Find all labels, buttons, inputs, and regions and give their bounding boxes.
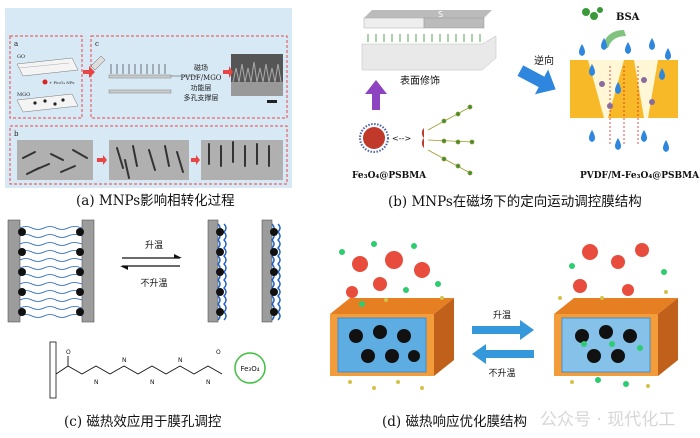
magnetic-nanoparticles-left [18,228,84,316]
svg-text:N: N [178,357,183,364]
right-label: PVDF/M-Fe₃O₄@PSBMA [580,171,700,181]
water-drops [579,38,671,152]
svg-text:N: N [150,379,155,386]
svg-text:S: S [438,10,443,19]
pores [588,60,658,118]
polymer-brushes [367,34,481,42]
magnet-s [423,17,485,29]
left-red-spheres [346,251,430,298]
panel-a: a GO + Fe₃O₄ NPs MGO c 磁场 PVDF/MGO 功能层 多… [5,8,292,188]
field-line1: 磁场 [194,63,208,72]
svg-text:<-->: <--> [392,134,411,143]
fe-dot [42,79,48,85]
left-particles [349,325,420,363]
left-yellow-dots [348,296,444,390]
panel-c-figure: 升温 不升温 N N N N N O O Fe₃O₄ [7,219,281,399]
bsa-molecules [582,7,603,20]
surface-mod-label: 表面修饰 [400,74,440,87]
right-particles [575,325,637,363]
fe-label: + Fe₃O₄ NPs [49,80,74,85]
heat-label: 升温 [145,240,163,251]
label-b: b [14,130,19,138]
nanoparticle-icon [363,127,385,149]
membrane-casting [108,74,172,79]
membrane-block [361,35,497,71]
left-block-side [434,298,454,376]
left-block-top [330,298,454,314]
go-sheet [16,57,79,77]
box-c-frame [90,35,288,119]
blue-arrow [517,65,556,95]
surface-bar [49,341,57,399]
watermark: 公众号 · 现代化工 [540,410,676,430]
arrow-a-to-c [83,66,95,78]
membrane-yellow [570,60,678,118]
magnetic-nanoparticles-right [216,228,278,316]
left-pore-network [337,317,427,373]
svg-text:O: O [216,349,221,356]
go-label: GO [17,54,25,60]
stage-2 [109,140,189,180]
fe3o4-label: Fe₃O₄ [240,365,259,373]
magnet-n [363,17,425,29]
d-no-heat-label: 不升温 [488,368,515,379]
caption-d: (d) 磁热响应优化膜结构 [382,414,527,430]
left-green-spheres [339,241,441,307]
d-backward-arrow [472,344,534,364]
purple-up-arrow [365,80,387,110]
caption-a: (a) MNPs影响相转化过程 [76,193,235,209]
field-line2: PVDF/MGO [180,74,221,82]
right-red-spheres [573,243,649,296]
left-label: Fe₃O₄@PSBMA [352,171,427,181]
label-a: a [14,40,18,48]
bsa-label: BSA [616,12,640,23]
box-a-frame [9,35,83,119]
svg-text:N: N [94,379,99,386]
caption-c: (c) 磁热效应用于膜孔调控 [64,414,222,430]
svg-text:O: O [66,349,71,356]
polymer-chain-icon [427,104,475,176]
panel-b-figure: S 表面修饰 <--> Fe₃O₄@PSBMA 逆向 BSA [352,7,700,181]
polymer-chain [55,356,223,375]
d-heat-label: 升温 [493,310,511,321]
panel-b: S 表面修饰 <--> Fe₃O₄@PSBMA 逆向 BSA [348,4,700,184]
panel-d: 升温 不升温 [322,232,692,394]
label-c: c [95,40,99,48]
magnet-top [364,10,492,18]
svg-text:N: N [206,379,211,386]
caption-b: (b) MNPs在磁场下的定向运动调控膜结构 [388,194,642,210]
layer1-label: 功能层 [191,83,212,92]
panel-c: 升温 不升温 N N N N N O O Fe₃O₄ [4,214,304,406]
mgo-label: MGO [17,92,30,98]
layer2-label: 多孔支撑层 [184,93,219,102]
stage-3 [201,140,283,180]
casting-knife-icon [90,55,106,71]
red-dashed-lines [609,66,639,144]
extended-chains [19,226,83,318]
no-heat-label: 不升温 [140,278,167,289]
box-b-frame [9,125,288,185]
svg-text:N: N [122,357,127,364]
right-yellow-dots [558,290,668,388]
green-curved-arrow [602,30,626,48]
d-forward-arrow [472,320,534,340]
magnetic-field-arrows [110,64,166,74]
fe3o4-circle [234,352,266,384]
panel-a-figure: a GO + Fe₃O₄ NPs MGO c 磁场 PVDF/MGO 功能层 多… [5,8,292,188]
panel-d-figure: 升温 不升温 [330,241,678,390]
right-green-spheres [569,263,667,387]
reverse-label: 逆向 [534,54,554,67]
particles [599,77,655,109]
right-block-side [658,298,678,376]
right-block-top [554,298,678,314]
